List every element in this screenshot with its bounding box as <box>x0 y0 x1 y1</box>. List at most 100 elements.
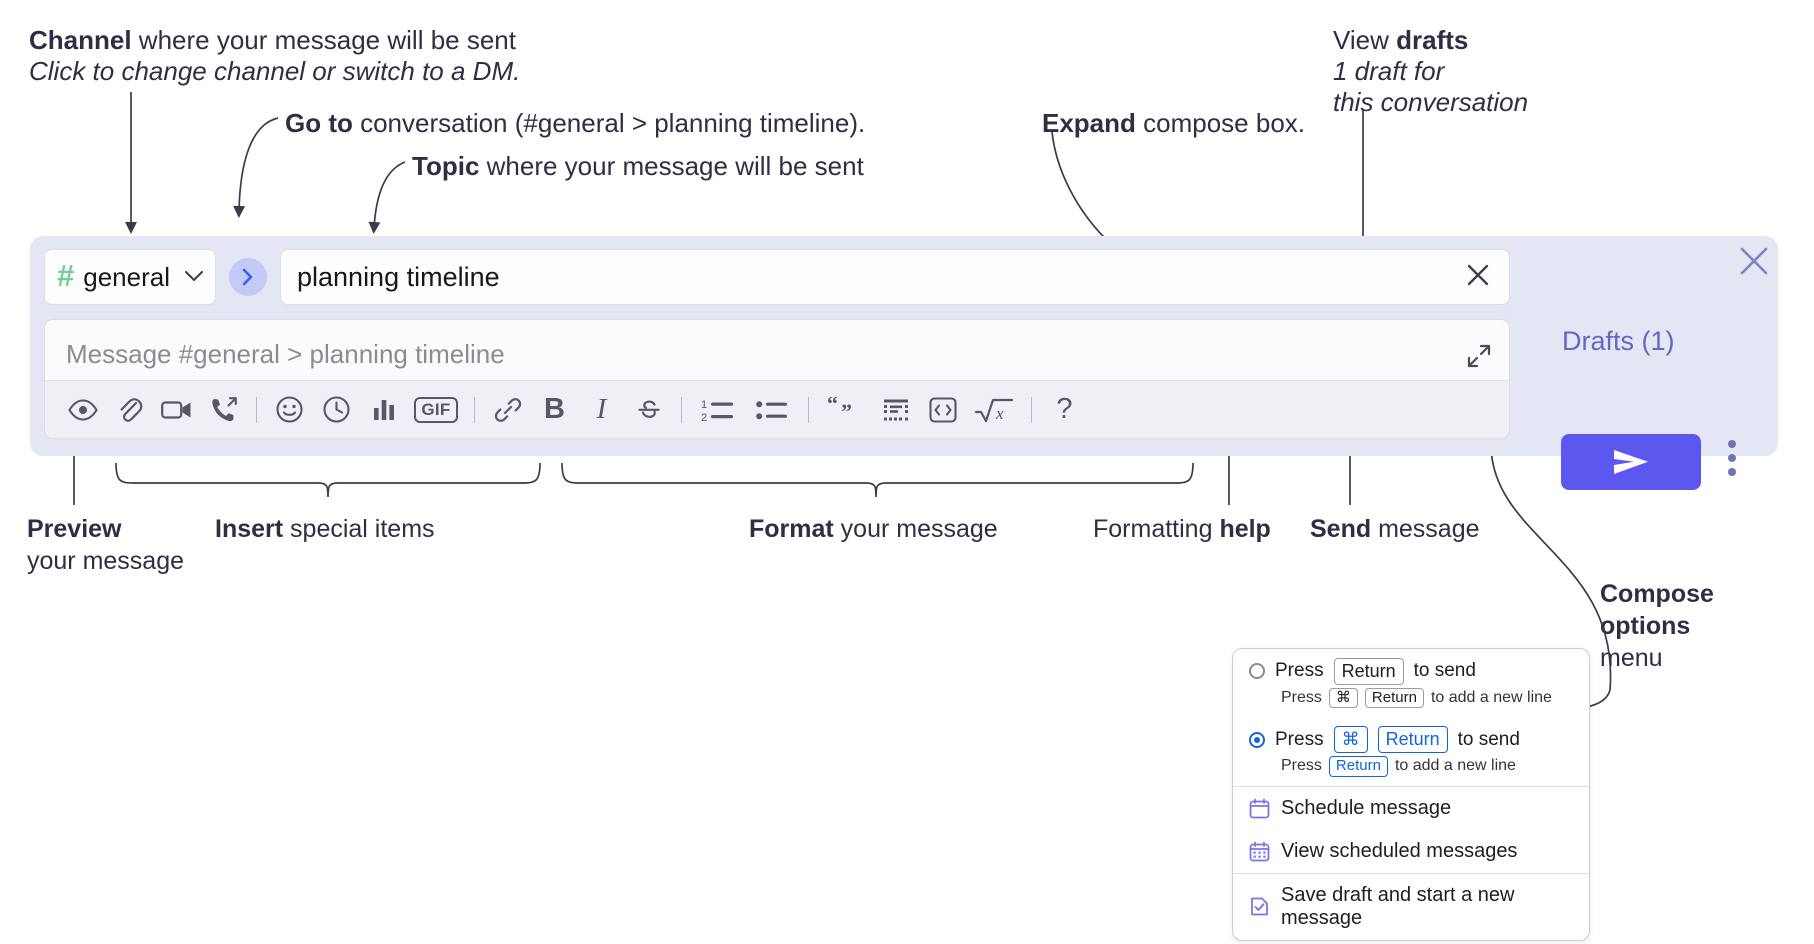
bar-chart-icon[interactable] <box>360 387 407 433</box>
key-return: Return <box>1377 726 1448 753</box>
annotation-goto: Go to conversation (#general > planning … <box>285 107 865 141</box>
annotation-topic: Topic where your message will be sent <box>412 150 864 184</box>
menu-divider <box>1233 872 1589 874</box>
blockquote-icon[interactable]: “” <box>818 387 872 433</box>
message-input-placeholder[interactable]: Message #general > planning timeline <box>66 339 505 369</box>
annotation-topic-bold: Topic <box>412 151 480 181</box>
annotation-drafts-italic1: 1 draft for <box>1333 56 1445 86</box>
clock-icon[interactable] <box>313 387 360 433</box>
expand-compose-icon[interactable] <box>1465 342 1493 375</box>
link-icon[interactable] <box>484 387 531 433</box>
menu-option-return-to-send[interactable]: Press Return to send <box>1233 649 1589 687</box>
channel-selector[interactable]: # general <box>44 249 216 305</box>
annotation-channel-italic: Click to change channel or switch to a D… <box>29 56 521 86</box>
compose-options-button[interactable] <box>1728 440 1736 476</box>
annotation-goto-bold: Go to <box>285 108 353 138</box>
annotation-preview-rest: your message <box>27 547 185 575</box>
radio-selected-icon[interactable] <box>1249 731 1265 748</box>
preview-eye-icon[interactable] <box>59 387 106 433</box>
annotation-insert: Insert special items <box>215 513 435 546</box>
channel-name-label: general <box>83 261 170 292</box>
annotation-channel-rest: where your message will be sent <box>131 25 516 55</box>
menu-option-return-sub: Press ⌘ Return to add a new line <box>1233 687 1589 718</box>
key-return: Return <box>1364 687 1424 709</box>
topic-value: planning timeline <box>297 261 500 292</box>
close-icon[interactable] <box>1463 260 1493 295</box>
gif-label: GIF <box>414 396 458 423</box>
topic-input[interactable]: planning timeline <box>280 249 1510 305</box>
annotation-help-bold: help <box>1219 515 1271 543</box>
annotation-compose-options-plain: menu <box>1600 644 1663 672</box>
annotation-compose-options-bold2: options <box>1600 612 1691 640</box>
annotation-drafts-sub1: 1 draft for <box>1333 55 1444 89</box>
annotation-compose-options-1: Compose <box>1600 578 1714 611</box>
option-suffix-label: to send <box>1413 660 1476 682</box>
annotation-preview: Preview <box>27 513 122 546</box>
svg-text:1: 1 <box>701 399 707 411</box>
emoji-icon[interactable] <box>266 387 313 433</box>
drafts-link[interactable]: Drafts (1) <box>1562 326 1675 356</box>
chevron-down-icon <box>185 267 203 287</box>
annotation-drafts-italic2: this conversation <box>1333 87 1529 117</box>
menu-item-label: Schedule message <box>1281 796 1452 819</box>
goto-conversation-button[interactable] <box>229 258 267 296</box>
bulleted-list-icon[interactable] <box>745 387 799 433</box>
menu-item-schedule-message[interactable]: Schedule message <box>1233 787 1589 830</box>
menu-item-label: View scheduled messages <box>1281 839 1518 862</box>
message-compose-card: Message #general > planning timeline <box>44 319 1510 439</box>
send-button[interactable] <box>1561 434 1701 490</box>
compose-header-row: # general planning timeline <box>44 248 1510 306</box>
svg-text:”: ” <box>841 399 852 423</box>
annotation-compose-options-bold1: Compose <box>1600 580 1714 608</box>
toolbar-divider <box>256 396 257 423</box>
option-press-label: Press <box>1275 728 1324 750</box>
annotation-format-rest: your message <box>833 515 998 543</box>
svg-text:2: 2 <box>701 412 707 423</box>
formatting-help-icon[interactable]: ? <box>1041 387 1088 433</box>
math-sqrt-icon[interactable]: x <box>966 387 1022 433</box>
close-compose-icon[interactable] <box>1737 244 1771 283</box>
option-press-label: Press <box>1275 660 1324 682</box>
radio-unselected-icon[interactable] <box>1249 663 1265 680</box>
menu-item-label: Save draft and start a new message <box>1281 883 1515 929</box>
annotation-topic-rest: where your message will be sent <box>479 151 864 181</box>
menu-item-save-draft[interactable]: Save draft and start a new message <box>1233 874 1589 940</box>
option-sub-suffix-label: to add a new line <box>1430 688 1552 706</box>
compose-options-menu: Press Return to send Press ⌘ Return to a… <box>1232 648 1590 941</box>
annotation-insert-bold: Insert <box>215 515 284 543</box>
annotation-drafts-bold: drafts <box>1396 25 1469 55</box>
inline-code-icon[interactable] <box>919 387 966 433</box>
gif-icon[interactable]: GIF <box>407 387 465 433</box>
menu-divider <box>1233 785 1589 787</box>
italic-icon[interactable]: I <box>578 387 625 433</box>
bold-icon[interactable]: B <box>531 387 578 433</box>
annotation-send: Send message <box>1310 513 1480 546</box>
annotation-compose-options-3: menu <box>1600 642 1663 675</box>
attachment-paperclip-icon[interactable] <box>106 387 153 433</box>
audio-call-icon[interactable] <box>200 387 247 433</box>
formatting-toolbar: GIF B I <box>45 380 1509 438</box>
toolbar-divider <box>808 396 809 423</box>
kebab-dot <box>1728 454 1736 462</box>
video-camera-icon[interactable] <box>153 387 200 433</box>
annotation-preview-sub: your message <box>27 545 184 578</box>
strikethrough-icon[interactable] <box>625 387 672 433</box>
annotation-expand-rest: compose box. <box>1135 108 1306 138</box>
key-command: ⌘ <box>1328 687 1358 709</box>
menu-item-view-scheduled-messages[interactable]: View scheduled messages <box>1233 830 1589 873</box>
code-block-icon[interactable] <box>872 387 919 433</box>
menu-option-cmd-return-to-send[interactable]: Press ⌘ Return to send <box>1233 717 1589 755</box>
compose-inner: # general planning timeline M <box>44 248 1510 439</box>
compose-panel: # general planning timeline M <box>30 236 1778 456</box>
kebab-dot <box>1728 440 1736 448</box>
option-suffix-label: to send <box>1457 728 1520 750</box>
toolbar-divider <box>474 396 475 423</box>
annotation-channel-sub: Click to change channel or switch to a D… <box>29 55 520 89</box>
option-sub-suffix-label: to add a new line <box>1394 757 1516 775</box>
italic-label: I <box>596 393 607 425</box>
key-return: Return <box>1328 755 1388 777</box>
annotation-help-plain: Formatting <box>1093 515 1220 543</box>
annotation-drafts-plain: View <box>1333 25 1397 55</box>
